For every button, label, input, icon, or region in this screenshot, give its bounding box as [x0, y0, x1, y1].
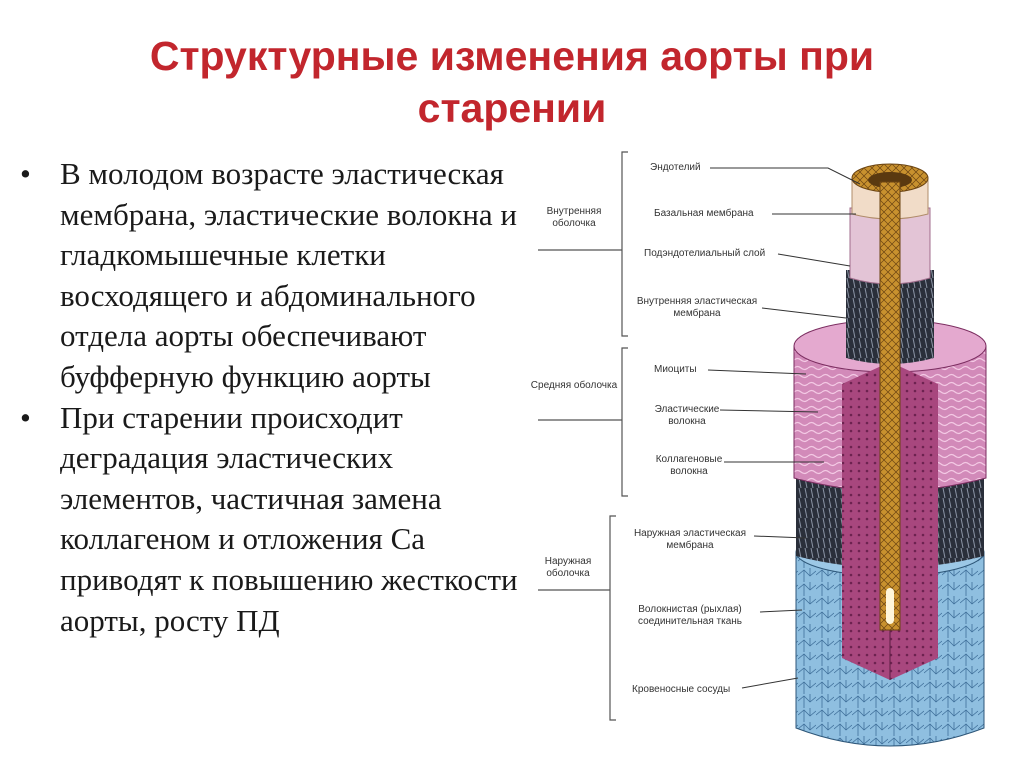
- slide-title: Структурные изменения аорты при старении: [149, 33, 875, 131]
- bullet-item: • При старении происходит деградация эла…: [18, 398, 528, 642]
- layer-label-external-elastic: Наружная эластическая мембрана: [633, 528, 747, 551]
- layer-label-internal-elastic: Внутренняя эластическая мембрана: [636, 296, 758, 319]
- layer-label-endothelium: Эндотелий: [650, 162, 701, 173]
- layer-label-connective-tissue: Волокнистая (рыхлая) соединительная ткан…: [637, 604, 743, 627]
- group-label-middle: Средняя оболочка: [530, 380, 618, 391]
- layer-label-subendothelial: Подэндотелиальный слой: [644, 248, 766, 259]
- bullet-marker: •: [20, 399, 31, 435]
- pointer-lines: [707, 167, 861, 689]
- bullet-list: • В молодом возрасте эластическая мембра…: [18, 154, 528, 641]
- bullet-text-aging: При старении происходит деградация эласт…: [60, 399, 518, 638]
- bullet-marker: •: [20, 156, 31, 191]
- layer-label-basal: Базальная мембрана: [654, 208, 754, 219]
- group-label-inner: Внутренняя оболочка: [546, 206, 602, 229]
- layer-label-blood-vessels: Кровеносные сосуды: [632, 684, 731, 695]
- bullet-item: • В молодом возрасте эластическая мембра…: [18, 154, 528, 398]
- layer-label-elastic-fibers: Эластические волокна: [654, 404, 720, 427]
- layer-brackets: [538, 151, 628, 721]
- aorta-wall-diagram: Внутренняя оболочка Средняя оболочка Нар…: [528, 148, 1024, 767]
- layer-label-collagen-fibers: Коллагеновые волокна: [655, 454, 723, 477]
- bullet-text-young: В молодом возрасте эластическая мембрана…: [60, 156, 518, 394]
- layer-label-myocytes: Миоциты: [654, 364, 697, 375]
- group-label-outer: Наружная оболочка: [544, 556, 592, 579]
- aorta-cylinder-illustration: [538, 151, 987, 747]
